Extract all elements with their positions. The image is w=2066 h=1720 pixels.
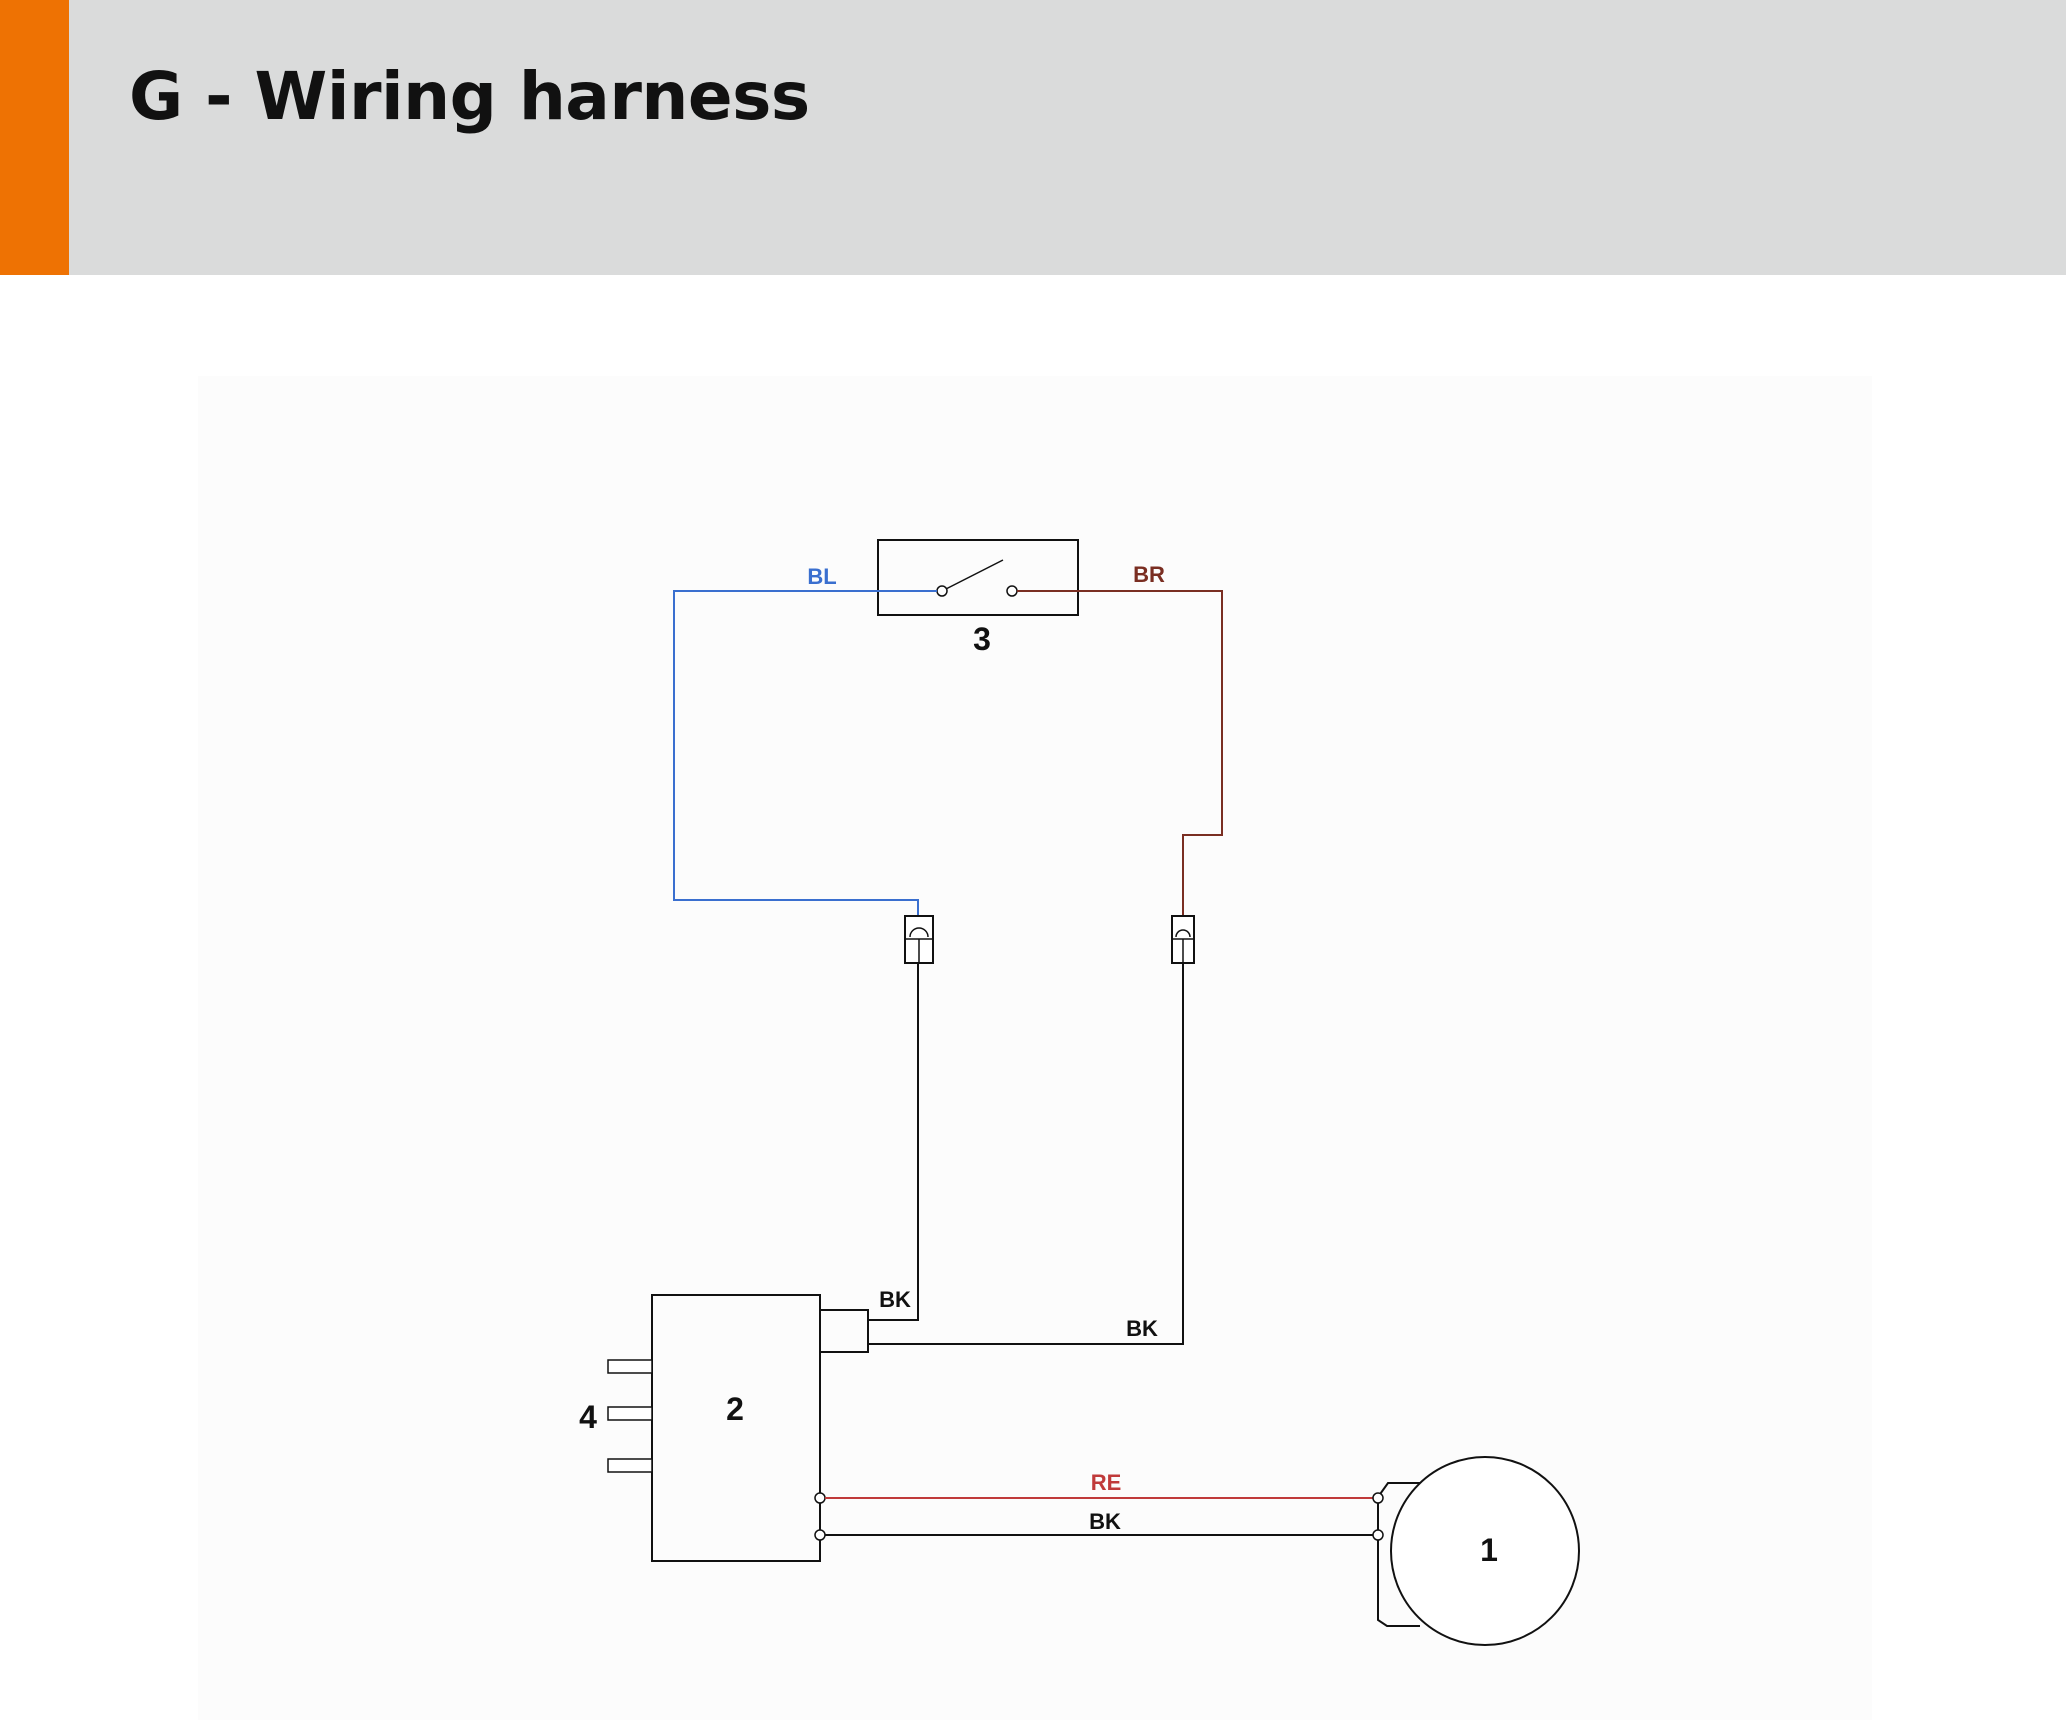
motor-terminal-bk <box>1372 1529 1384 1541</box>
wire-bl <box>673 590 937 922</box>
switch-component: 3 <box>877 539 1079 657</box>
wire-label-re: RE <box>1091 1470 1122 1495</box>
component-4-label: 4 <box>579 1399 597 1435</box>
component-3-label: 3 <box>973 621 991 657</box>
box-terminal-bk <box>814 1529 826 1541</box>
motor-bracket <box>1377 1482 1422 1627</box>
wire-label-bk-right: BK <box>1126 1316 1158 1341</box>
pins-component: 4 <box>579 1359 653 1473</box>
wire-label-bk-left: BK <box>879 1287 911 1312</box>
wire-br <box>1017 590 1223 922</box>
switch-body <box>877 539 1079 616</box>
component-1-label: 1 <box>1480 1532 1498 1568</box>
box-terminal-re <box>814 1492 826 1504</box>
page-header: G - Wiring harness <box>0 0 2066 275</box>
control-box-component: 2 <box>651 1294 869 1562</box>
switch-contact-left <box>936 585 948 597</box>
component-2-label: 2 <box>726 1391 744 1427</box>
wire-bk-left <box>868 963 919 1321</box>
control-box-socket <box>819 1309 869 1353</box>
wire-label-bk-bottom: BK <box>1089 1509 1121 1534</box>
switch-contact-right <box>1006 585 1018 597</box>
wire-label-br: BR <box>1133 562 1165 587</box>
switch-lever <box>941 559 1004 592</box>
motor-body <box>1390 1456 1580 1646</box>
page-title: G - Wiring harness <box>129 58 810 135</box>
accent-bar <box>0 0 69 275</box>
wire-bk-right <box>868 963 1184 1345</box>
wire-label-bl: BL <box>807 564 836 589</box>
connector-left <box>904 915 934 964</box>
diagram-panel <box>198 376 1872 1720</box>
motor-terminal-re <box>1372 1492 1384 1504</box>
control-box-body <box>651 1294 821 1562</box>
motor-component: 1 <box>1372 1456 1580 1646</box>
connector-right <box>1171 915 1195 964</box>
